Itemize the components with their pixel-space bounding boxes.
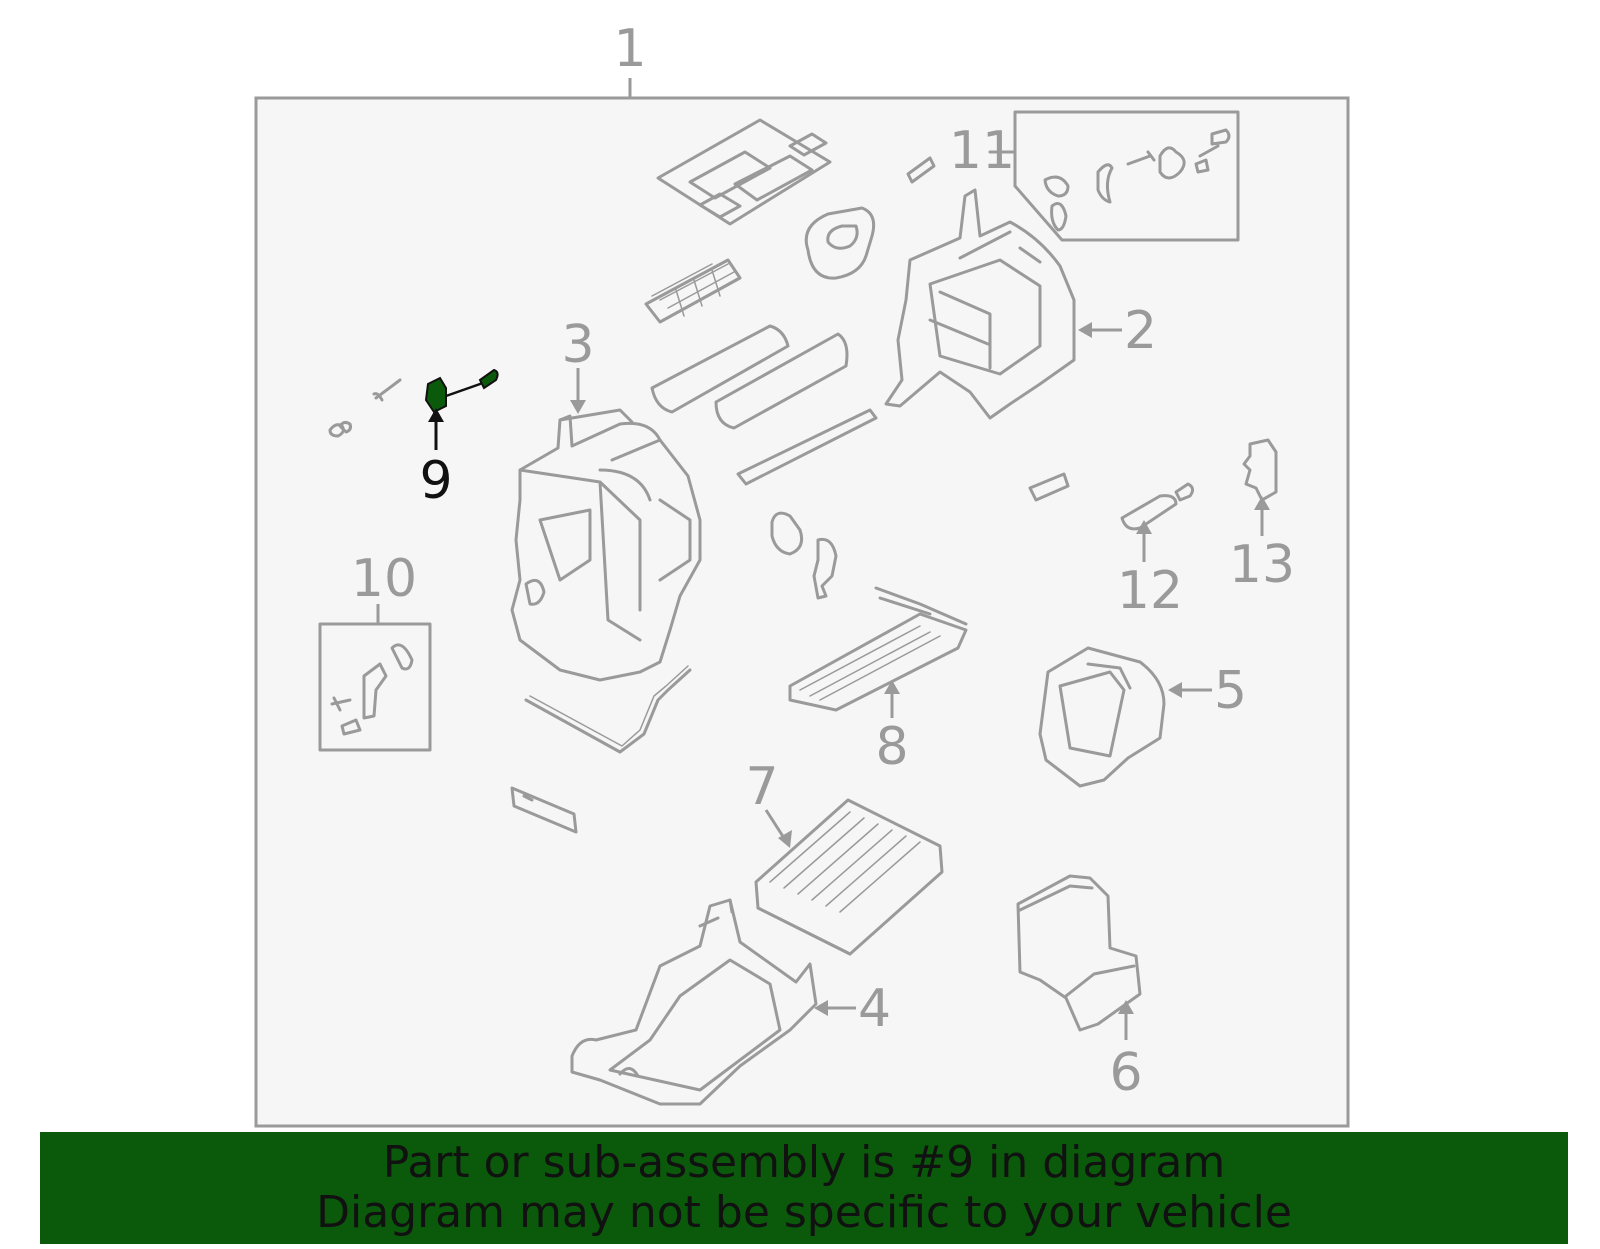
arrow-12 xyxy=(1136,520,1152,562)
callout-4: 4 xyxy=(858,979,891,1039)
blend-door xyxy=(650,324,878,486)
callout-10: 10 xyxy=(351,549,417,609)
actuator-parts xyxy=(770,472,1070,600)
part-info-banner: Part or sub-assembly is #9 in diagram Di… xyxy=(40,1132,1568,1244)
parts-diagram: 1 xyxy=(254,19,1350,1128)
highlighted-part-9 xyxy=(424,368,499,414)
callout-8: 8 xyxy=(875,717,908,777)
vent-panel xyxy=(656,118,832,226)
duct-part-5 xyxy=(1038,646,1166,788)
gasket-ring xyxy=(804,206,876,280)
arrow-5 xyxy=(1168,682,1212,698)
callout-5: 5 xyxy=(1214,661,1247,721)
callout-13: 13 xyxy=(1229,535,1295,595)
arrow-3 xyxy=(570,368,586,414)
arrow-7 xyxy=(764,809,792,848)
mesh-strip xyxy=(644,258,742,324)
evaporator-part-7 xyxy=(754,798,944,956)
arrow-8 xyxy=(884,680,900,718)
lower-duct-part-6 xyxy=(1016,874,1142,1032)
main-housing-part-3 xyxy=(510,408,702,682)
callout-7: 7 xyxy=(745,757,778,817)
clip-part xyxy=(906,156,936,184)
small-fasteners xyxy=(328,378,402,438)
callout-12: 12 xyxy=(1117,561,1183,621)
callout-2: 2 xyxy=(1124,301,1157,361)
arrow-6 xyxy=(1118,1000,1134,1040)
arrow-2 xyxy=(1078,322,1122,338)
banner-line-1: Part or sub-assembly is #9 in diagram xyxy=(382,1137,1226,1188)
arrow-4 xyxy=(814,1000,856,1016)
small-plate xyxy=(510,786,578,834)
hardware-box-part-10 xyxy=(318,622,432,752)
lower-case-part-4 xyxy=(570,898,818,1106)
callout-9: 9 xyxy=(419,451,452,511)
assembly-panel xyxy=(254,96,1350,1128)
arrow-13 xyxy=(1254,496,1270,536)
upper-housing-part-2 xyxy=(884,188,1076,420)
hardware-box-part-11 xyxy=(1013,110,1240,242)
seal-wire xyxy=(524,668,692,754)
callout-1: 1 xyxy=(613,19,646,79)
callout-11: 11 xyxy=(949,121,1015,181)
callout-3: 3 xyxy=(561,315,594,375)
callout-6: 6 xyxy=(1109,1043,1142,1103)
bracket-part-13 xyxy=(1242,438,1278,502)
heater-core-part-8 xyxy=(788,586,968,712)
banner-line-2: Diagram may not be specific to your vehi… xyxy=(316,1187,1292,1238)
sensor-part-12 xyxy=(1120,482,1195,531)
arrow-9 xyxy=(428,408,444,450)
